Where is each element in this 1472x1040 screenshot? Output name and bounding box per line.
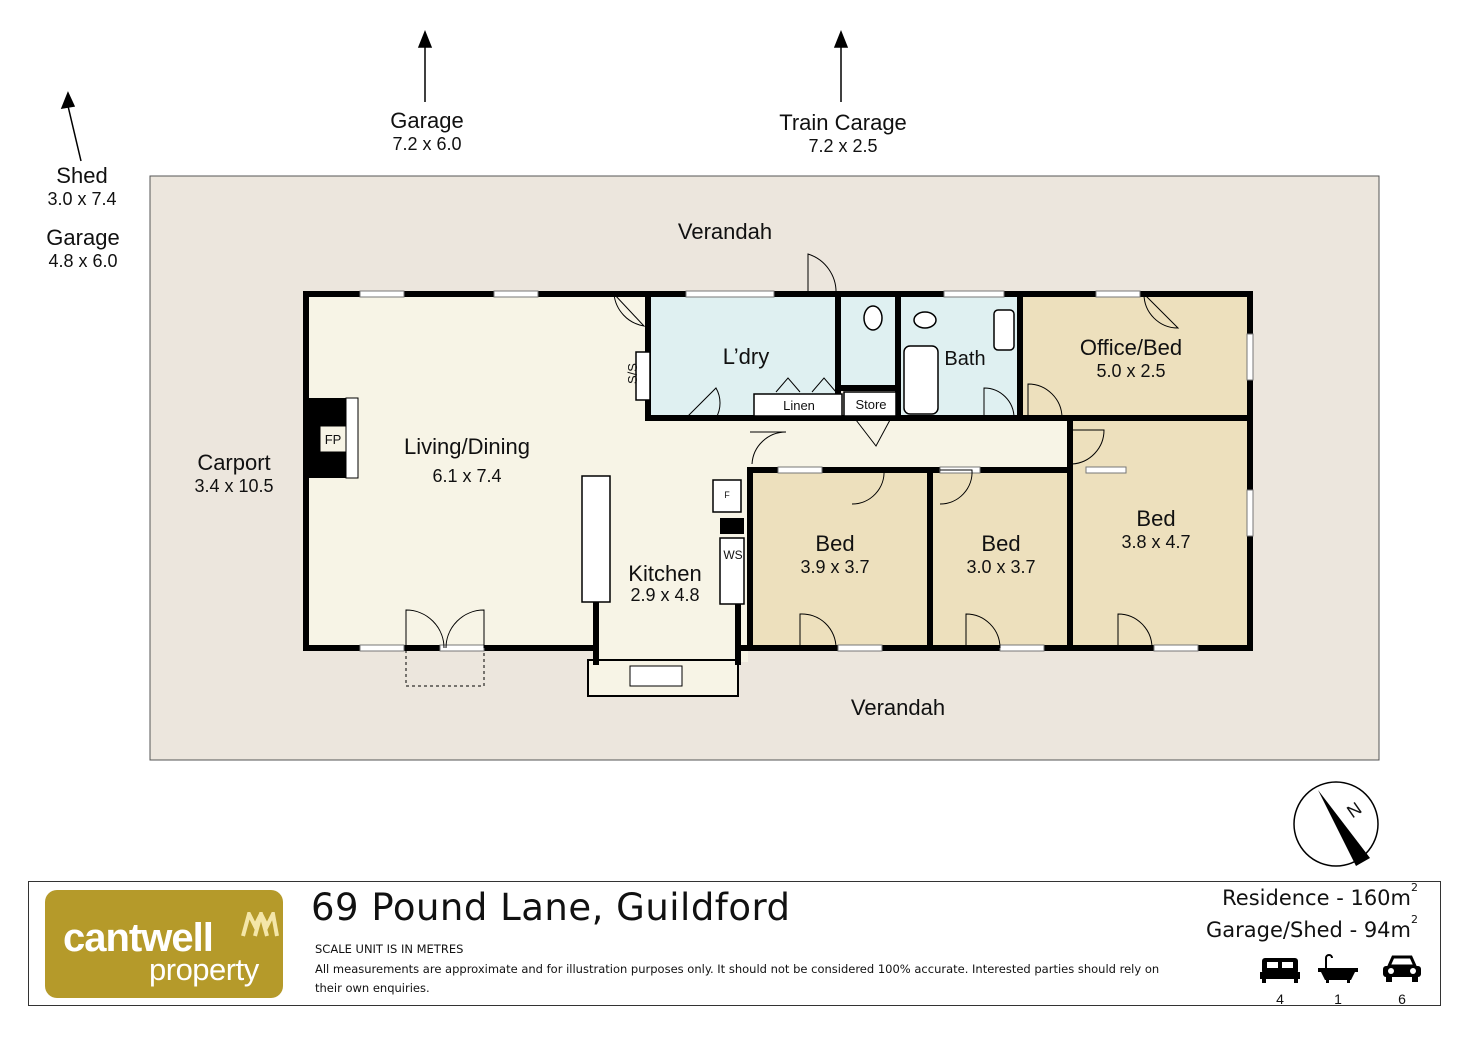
train-carage-label: Train Carage 7.2 x 2.5 xyxy=(779,111,907,157)
shed-label: Shed 3.0 x 7.4 xyxy=(47,164,116,210)
logo-mark-icon xyxy=(241,912,279,937)
carport-label: Carport 3.4 x 10.5 xyxy=(194,451,273,497)
office-name: Office/Bed xyxy=(1079,335,1183,360)
carport-dim: 3.4 x 10.5 xyxy=(194,476,274,496)
laundry-name: L’dry xyxy=(722,344,770,369)
bed2-dim: 3.0 x 3.7 xyxy=(966,557,1036,577)
residence-area-text: Residence - 160m xyxy=(1222,886,1411,910)
basin-icon xyxy=(993,309,1015,351)
walls xyxy=(303,291,1253,665)
bed1-label: Bed 3.9 x 3.7 xyxy=(800,532,869,578)
garage-left-dim: 4.8 x 6.0 xyxy=(48,251,118,271)
office-floor xyxy=(1020,294,1250,418)
bed3-floor xyxy=(1070,418,1250,648)
kitchen-name: Kitchen xyxy=(628,561,702,586)
bed3-dim: 3.8 x 4.7 xyxy=(1121,532,1191,552)
linen-cupboard xyxy=(753,393,843,417)
garage-area: Garage/Shed - 94m2 xyxy=(1206,913,1418,942)
wall-oven-block xyxy=(720,518,744,534)
footer-panel: cantwell property 69 Pound Lane, Guildfo… xyxy=(28,881,1441,1007)
shed-dim: 3.0 x 7.4 xyxy=(47,189,117,209)
sink-icon xyxy=(629,665,683,687)
property-address: 69 Pound Lane, Guildford xyxy=(311,886,791,929)
bed3-name: Bed xyxy=(1136,506,1176,531)
bath-icon xyxy=(1318,954,1358,983)
bed1-name: Bed xyxy=(815,531,855,556)
ss-cupboard xyxy=(635,351,651,401)
train-carage-arrow-icon xyxy=(833,29,849,102)
bed2-label: Bed 3.0 x 3.7 xyxy=(966,532,1035,578)
bathtub-icon xyxy=(903,345,939,415)
bed3-label: Bed 3.8 x 4.7 xyxy=(1121,507,1190,553)
store-cupboard xyxy=(843,391,897,417)
bath-feature: 1 xyxy=(1315,954,1361,1007)
fireplace-icon xyxy=(308,397,359,479)
office-label: Office/Bed 5.0 x 2.5 xyxy=(1080,336,1182,382)
garage-top-dim: 7.2 x 6.0 xyxy=(392,134,462,154)
garage-area-sup: 2 xyxy=(1411,913,1418,926)
disclaimer: All measurements are approximate and for… xyxy=(315,962,1160,995)
brand-logo: cantwell property xyxy=(45,890,283,998)
bed-icon xyxy=(1260,958,1300,983)
garage-left-name: Garage xyxy=(46,225,120,250)
car-icon xyxy=(1383,955,1421,982)
logo-wordmark-bottom: property xyxy=(149,952,259,987)
bath-name: Bath xyxy=(944,348,986,370)
fridge-icon xyxy=(712,479,742,513)
kitchen-label: Kitchen 2.9 x 4.8 xyxy=(628,561,702,605)
fridge-label: F xyxy=(724,490,730,500)
car-feature: 6 xyxy=(1379,954,1425,1007)
shed-arrow-icon xyxy=(60,91,82,162)
living-name: Living/Dining xyxy=(404,434,530,459)
linen-label: Linen xyxy=(783,398,815,413)
garage-arrow-icon xyxy=(417,29,433,102)
bed1-dim: 3.9 x 3.7 xyxy=(800,557,870,577)
toilet-icon xyxy=(863,305,883,331)
train-carage-name: Train Carage xyxy=(779,110,907,135)
train-carage-dim: 7.2 x 2.5 xyxy=(808,136,878,156)
living-label: Living/Dining 6.1 x 7.4 xyxy=(404,435,530,487)
garage-area-text: Garage/Shed - 94m xyxy=(1206,918,1411,942)
verandah-top-label: Verandah xyxy=(677,219,773,244)
car-count: 6 xyxy=(1398,991,1406,1007)
hall-floor xyxy=(648,418,1068,470)
garage-left-label: Garage 4.8 x 6.0 xyxy=(46,226,119,272)
bath-toilet-icon xyxy=(913,311,937,329)
living-dim: 6.1 x 7.4 xyxy=(432,466,502,486)
kitchen-island xyxy=(581,475,611,603)
residence-area: Residence - 160m2 xyxy=(1222,881,1418,910)
bed2-floor xyxy=(932,470,1068,648)
doors xyxy=(405,253,1180,687)
residence-area-sup: 2 xyxy=(1411,881,1418,894)
cooktop-icon xyxy=(719,537,745,605)
bath-count: 1 xyxy=(1334,991,1342,1007)
fp-label: FP xyxy=(324,432,342,447)
bed2-name: Bed xyxy=(981,531,1021,556)
office-dim: 5.0 x 2.5 xyxy=(1096,361,1166,381)
kitchen-dim: 2.9 x 4.8 xyxy=(630,585,700,605)
logo-wordmark-top: cantwell xyxy=(63,916,214,960)
shed-name: Shed xyxy=(56,163,108,188)
verandah-bottom-label: Verandah xyxy=(850,695,946,720)
bed-count: 4 xyxy=(1276,991,1284,1007)
bed1-floor xyxy=(750,470,928,648)
garage-top-name: Garage xyxy=(390,108,464,133)
compass-icon xyxy=(1293,781,1379,867)
ss-label: S/S xyxy=(624,363,640,384)
store-label: Store xyxy=(855,397,887,412)
garage-top-label: Garage 7.2 x 6.0 xyxy=(390,109,463,155)
ws-label: WS xyxy=(723,548,743,562)
scale-note: SCALE UNIT IS IN METRES xyxy=(315,942,464,956)
carport-name: Carport xyxy=(197,450,271,475)
bed-feature: 4 xyxy=(1257,954,1303,1007)
